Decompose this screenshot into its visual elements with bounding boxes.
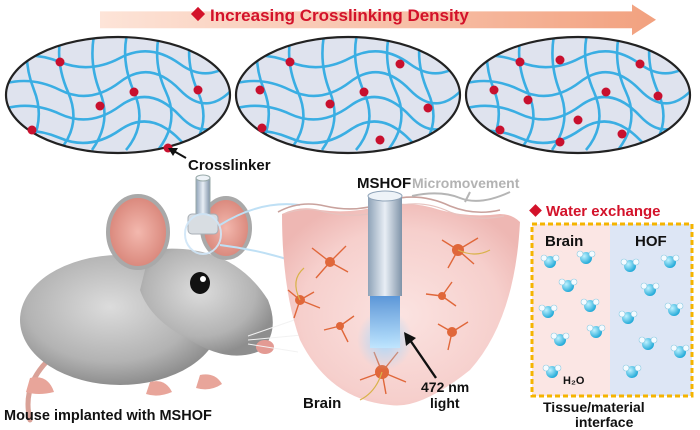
interface-right-label: HOF <box>635 233 667 250</box>
crosslinker-pointer <box>168 148 187 159</box>
water-exchange-title-marker <box>529 204 542 217</box>
water-molecule <box>558 278 578 292</box>
mshof-fiber <box>357 190 413 370</box>
water-molecule <box>580 298 600 312</box>
crosslinker-label: Crosslinker <box>188 157 271 174</box>
water-molecule <box>586 324 606 338</box>
light-label-line2: light <box>430 395 460 411</box>
water-molecule <box>620 258 640 272</box>
interface-caption-line1: Tissue/material <box>543 399 645 415</box>
micromovement-line <box>411 191 511 202</box>
brain-region-label: Brain <box>303 395 341 412</box>
density-arrow <box>100 4 656 36</box>
light-arrow <box>404 332 437 379</box>
network-low-density <box>4 35 232 155</box>
water-molecule <box>550 332 570 346</box>
water-molecule <box>660 254 680 268</box>
water-molecule-label: H₂O <box>563 375 585 387</box>
water-molecule <box>664 302 684 316</box>
water-molecule <box>670 344 690 358</box>
mouse-caption: Mouse implanted with MSHOF <box>4 408 212 424</box>
micromovement-tick <box>464 191 471 203</box>
water-molecule <box>640 282 660 296</box>
water-molecule <box>540 254 560 268</box>
mshof-label: MSHOF <box>357 175 411 192</box>
network-high-density <box>464 35 692 155</box>
water-molecule <box>538 304 558 318</box>
header-title: Increasing Crosslinking Density <box>210 6 469 25</box>
mouse-illustration <box>20 174 303 423</box>
water-molecule <box>622 364 642 378</box>
micromovement-label: Micromovement <box>412 175 520 191</box>
water-molecules <box>538 250 690 378</box>
water-molecule <box>576 250 596 264</box>
light-label-line1: 472 nm <box>421 379 469 395</box>
water-exchange-title: Water exchange <box>546 203 661 220</box>
network-medium-density <box>234 35 462 155</box>
interface-caption-line2: interface <box>575 414 634 430</box>
neurons <box>287 237 479 395</box>
neuron-axons <box>295 249 491 401</box>
water-molecule <box>638 336 658 350</box>
interface-left-label: Brain <box>545 233 583 250</box>
water-molecule <box>542 364 562 378</box>
water-molecule <box>618 310 638 324</box>
